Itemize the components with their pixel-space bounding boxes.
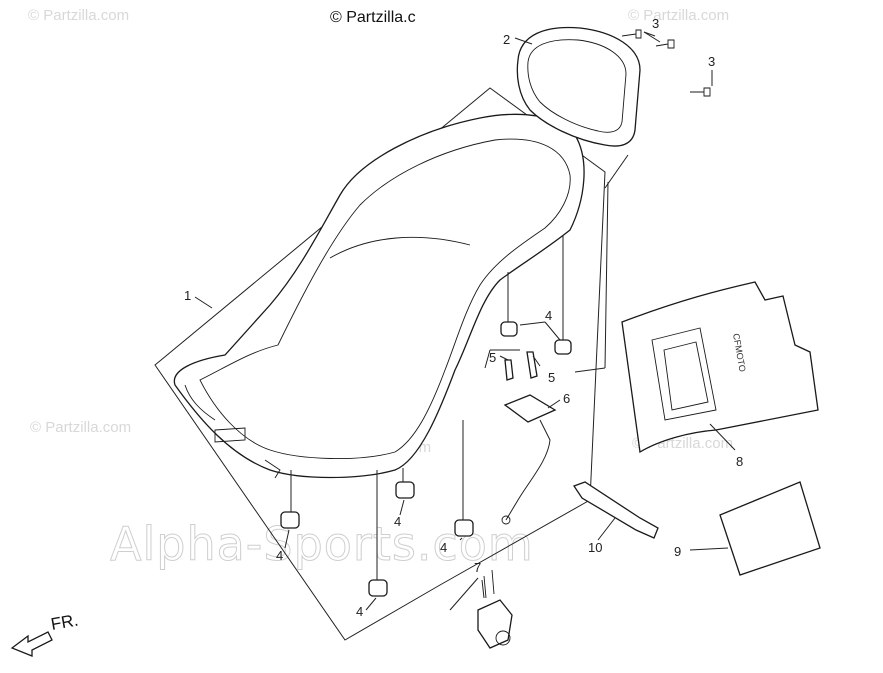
callout-3-top: 3 [652, 16, 659, 31]
front-direction-arrow [10, 631, 53, 657]
callout-4-bottom: 4 [356, 604, 363, 619]
backrest-part [516, 26, 641, 147]
callout-4-upper: 4 [545, 308, 552, 323]
label-sticker-part [719, 481, 821, 576]
callout-9: 9 [674, 544, 681, 559]
watermark-partzilla-top-left: © Partzilla.com [28, 7, 129, 24]
front-direction-label: FR. [49, 610, 79, 633]
lock-bracket-part [477, 569, 513, 649]
bracket-part [573, 481, 659, 539]
pin-parts-5 [504, 351, 538, 381]
callout-6: 6 [563, 391, 570, 406]
callout-7: 7 [474, 560, 481, 575]
screw-parts-3 [621, 29, 711, 97]
leader-lines [194, 31, 736, 611]
callout-4-center: 4 [440, 540, 447, 555]
watermark-partzilla-top-right: © Partzilla.com [628, 7, 729, 24]
callout-4-mid: 4 [394, 514, 401, 529]
callout-10: 10 [588, 540, 602, 555]
callout-3-right: 3 [708, 54, 715, 69]
callout-1: 1 [184, 288, 191, 303]
watermark-partzilla-left: © Partzilla.com [30, 419, 131, 436]
callout-4-left: 4 [276, 548, 283, 563]
callout-8: 8 [736, 454, 743, 469]
rubber-damper-parts [280, 321, 572, 597]
copyright-text: © Partzilla.c [330, 9, 416, 26]
seat-lock-cable-part [501, 394, 557, 525]
callout-5-left: 5 [489, 350, 496, 365]
seat-part [173, 113, 585, 479]
callout-5-right: 5 [548, 370, 555, 385]
storage-panel-part: CFMOTO [621, 281, 819, 454]
callout-2: 2 [503, 32, 510, 47]
